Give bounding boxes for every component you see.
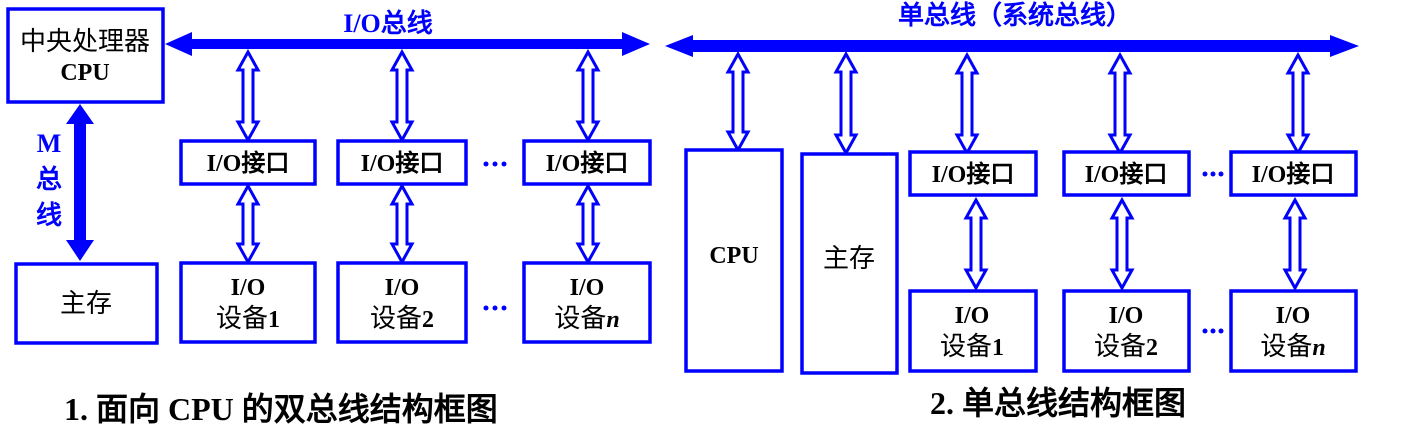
io-interface-label: I/O接口 [546,150,629,177]
system-bus: 单总线（系统总线） [665,0,1359,57]
ellipsis-devices [1202,328,1224,334]
interface-device-arrow [1282,196,1308,292]
m-bus: M 总 线 [36,104,94,261]
io-device-label-line1: I/O [1109,303,1144,329]
io-device-box [336,261,468,344]
io-interface-box [908,150,1038,197]
bus-link-arrow [1285,51,1311,157]
io-device-box [179,261,317,344]
interface-device-arrow [235,182,261,266]
memory-label: 主存 [60,289,112,318]
memory-block [800,152,899,375]
io-device-label-line1: I/O [955,303,990,329]
single-bus-diagram: 单总线（系统总线） CPU 主存 I/O接口 I/O 设备1 [665,0,1359,421]
interface-device-arrow [963,196,989,292]
cpu-block: 中央处理器 CPU [6,7,165,104]
io-interface-label: I/O接口 [1085,161,1168,188]
memory-block: 主存 [14,262,159,345]
cpu-block [684,148,784,373]
m-bus-label-xian: 线 [36,201,62,230]
io-device-label-line1: I/O [231,275,266,301]
io-interface-box [1229,150,1358,197]
bus-link-arrow [954,51,980,157]
interface-device-arrow [389,182,415,266]
bus-link-arrow [833,50,859,157]
io-device-label-line1: I/O [385,275,420,301]
io-device-box [1229,289,1358,373]
m-bus-label-zong: 总 [36,165,62,194]
io-device-label-line2: 设备n [554,304,619,333]
bus-link-arrow [235,48,261,144]
m-bus-arrow [66,104,94,261]
io-device-label-line2: 设备2 [1094,332,1158,361]
memory-column: 主存 [800,50,899,375]
io-bus: I/O总线 [165,9,650,56]
cpu-label-cn: 中央处理器 [20,27,150,56]
io-device-box [522,261,652,344]
interface-device-arrow [575,182,601,266]
bus-link-arrow [575,48,601,144]
io-column-n: I/O接口 I/O 设备n [1229,51,1358,373]
cpu-column: CPU [684,50,784,373]
bus-link-arrow [1107,51,1133,157]
io-device-label-line1: I/O [1276,303,1311,329]
io-bus-label: I/O总线 [343,9,433,38]
io-interface-label: I/O接口 [1252,161,1335,188]
m-bus-label-m: M [37,129,62,158]
bus-link-arrow [725,50,751,154]
cpu-label: CPU [709,243,758,269]
io-interface-box [179,139,317,186]
dual-bus-diagram: 中央处理器 CPU I/O总线 M 总 线 主存 I/O接口 I/O [6,7,652,427]
system-bus-arrow [665,35,1359,57]
ellipsis-interfaces [483,161,507,167]
io-interface-label: I/O接口 [207,150,290,177]
io-column-2: I/O接口 I/O 设备2 [336,48,468,344]
io-bus-arrow [165,32,650,56]
io-column-2: I/O接口 I/O 设备2 [1062,51,1191,373]
cpu-label-en: CPU [60,60,109,86]
caption-dual-bus: 1. 面向 CPU 的双总线结构框图 [64,391,498,427]
io-device-label-line1: I/O [570,275,605,301]
io-interface-label: I/O接口 [932,161,1015,188]
io-column-1: I/O接口 I/O 设备1 [908,51,1038,373]
io-interface-box [522,139,652,186]
ellipsis-devices [483,305,507,311]
io-device-box [908,289,1038,373]
io-interface-label: I/O接口 [361,150,444,177]
io-interface-box [1062,150,1191,197]
io-device-label-line2: 设备1 [216,304,280,333]
caption-single-bus: 2. 单总线结构框图 [930,385,1186,421]
io-column-1: I/O接口 I/O 设备1 [179,48,317,344]
memory-label: 主存 [823,244,875,273]
io-device-label-line2: 设备2 [370,304,434,333]
interface-device-arrow [1109,196,1135,292]
io-column-n: I/O接口 I/O 设备n [522,48,652,344]
io-device-box [1062,289,1191,373]
system-bus-label: 单总线（系统总线） [898,0,1132,30]
bus-link-arrow [389,48,415,144]
ellipsis-interfaces [1202,171,1224,177]
io-device-label-line2: 设备1 [940,332,1004,361]
io-device-label-line2: 设备n [1260,332,1325,361]
